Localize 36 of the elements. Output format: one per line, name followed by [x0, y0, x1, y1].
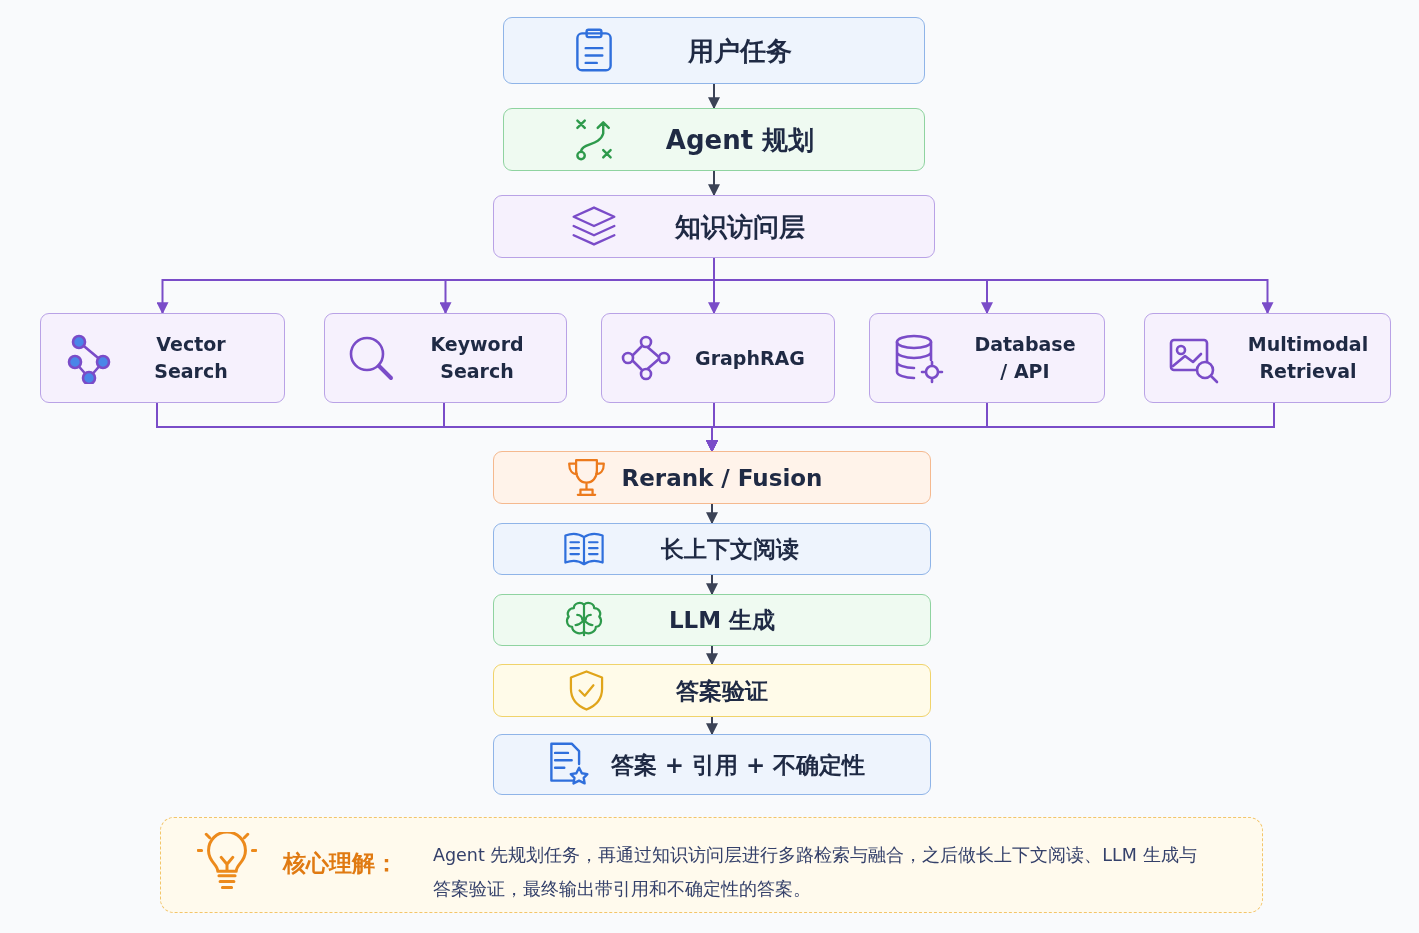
- process-box: [493, 664, 931, 717]
- box-label: 知识访问层: [675, 210, 805, 244]
- process-box: [503, 108, 925, 171]
- note-heading: 核心理解：: [283, 849, 398, 878]
- connector-arrow: [706, 645, 718, 666]
- box-label: 用户任务: [688, 34, 792, 68]
- box-label: Database / API: [974, 332, 1076, 384]
- process-box: [503, 17, 925, 84]
- box-label: 长上下文阅读: [661, 534, 799, 564]
- box-label: Keyword Search: [430, 332, 524, 384]
- note-text: Agent 先规划任务，再通过知识访问层进行多路检索与融合，之后做长上下文阅读、LLM 生成与答案验证，最终输出带引用和不确定性的答案。: [433, 844, 1198, 901]
- box-label: GraphRAG: [695, 345, 805, 371]
- note-box: [160, 817, 1263, 913]
- process-box: [493, 523, 931, 575]
- process-box: [324, 313, 567, 403]
- connector-arrow: [706, 503, 718, 525]
- box-label: Agent 规划: [665, 123, 815, 157]
- connector-arrow: [708, 83, 720, 110]
- process-box: [493, 594, 931, 646]
- box-label: 答案 + 引用 + 不确定性: [610, 750, 866, 780]
- process-box: [869, 313, 1105, 403]
- process-box: [493, 734, 931, 795]
- box-label: Vector Search: [153, 332, 229, 384]
- box-label: Rerank / Fusion: [621, 463, 823, 493]
- process-box: [493, 451, 931, 504]
- connector-arrow: [706, 574, 718, 596]
- process-box: [40, 313, 285, 403]
- process-box: [1144, 313, 1391, 403]
- connector-arrow: [706, 402, 1275, 453]
- connector-arrow: [706, 716, 718, 736]
- box-label: Multimodal Retrieval: [1247, 332, 1369, 384]
- box-label: LLM 生成: [668, 605, 776, 635]
- process-box: [601, 313, 835, 403]
- connector-arrow: [708, 170, 720, 197]
- process-box: [493, 195, 935, 258]
- box-label: 答案验证: [676, 676, 768, 706]
